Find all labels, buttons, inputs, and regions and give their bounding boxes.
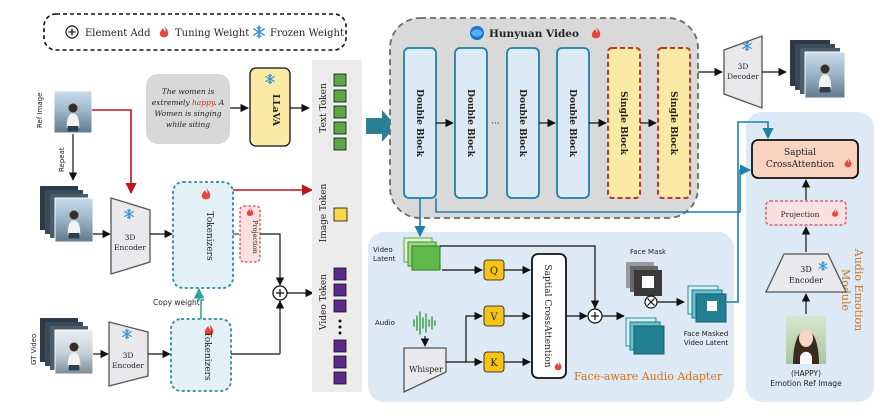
video-latent-label-1: Video — [373, 246, 393, 254]
video-tokens — [333, 267, 347, 385]
svg-text:while siting: while siting — [166, 120, 210, 129]
svg-text:Saptial CrossAttention: Saptial CrossAttention — [542, 264, 552, 367]
face-mask — [626, 262, 662, 296]
svg-text:Single Block: Single Block — [618, 91, 628, 156]
svg-text:CrossAttention: CrossAttention — [766, 160, 834, 170]
double-block-1: Double Block — [403, 47, 437, 199]
emotion-ref-label: Emotion Ref Image — [770, 379, 842, 388]
svg-text:Tokenizers: Tokenizers — [202, 331, 212, 381]
svg-text:The women is: The women is — [162, 87, 215, 96]
gt-video-frames — [40, 318, 94, 375]
single-block-1: Single Block — [607, 47, 641, 199]
spatial-cross-attention-adapter: Saptial CrossAttention — [531, 253, 567, 379]
text-token-label: Text Token — [319, 83, 329, 133]
emotion-module-title-1: Audio Emotion — [852, 248, 865, 331]
svg-text:Encoder: Encoder — [112, 361, 144, 370]
svg-text:Tokenizers: Tokenizers — [204, 211, 214, 261]
legend-tuning-weight: Tuning Weight — [175, 28, 249, 39]
svg-text:Decoder: Decoder — [727, 72, 759, 81]
face-masked-video-latent — [687, 285, 727, 323]
double-block-4: Double Block — [556, 47, 590, 199]
svg-text:3D: 3D — [123, 351, 134, 360]
face-mask-label: Face Mask — [630, 248, 667, 256]
repeat-label: Repeat — [58, 147, 66, 172]
svg-text:3D: 3D — [738, 62, 749, 71]
face-masked-label-2: Video Latent — [684, 339, 729, 347]
svg-text:Double Block: Double Block — [517, 89, 527, 157]
encoder-top: 3D Encoder — [110, 197, 151, 275]
repeated-frames — [40, 186, 94, 243]
prompt-text-box: The women is extremely happy. A Women is… — [146, 74, 230, 144]
q-block: Q — [483, 259, 505, 281]
adapter-output-latent — [625, 317, 665, 355]
video-token-label: Video Token — [319, 274, 329, 331]
svg-text:Encoder: Encoder — [114, 243, 146, 252]
hunyuan-title: Hunyuan Video — [489, 28, 579, 40]
image-token-label: Image Token — [319, 183, 329, 242]
audio-label: Audio — [375, 319, 395, 327]
video-latent-label-2: Latent — [373, 255, 396, 263]
text-tokens — [333, 73, 347, 151]
legend: Element Add Tuning Weight Frozen Weight — [43, 13, 347, 51]
svg-text:3D: 3D — [125, 233, 136, 242]
token-column: Text Token Image Token Video Token — [312, 60, 362, 392]
projection-small: Projection — [239, 205, 261, 263]
svg-text:3D: 3D — [800, 265, 812, 274]
multiply-node — [644, 295, 658, 309]
encoder-bottom: 3D Encoder — [108, 321, 149, 387]
emotion-cross-attention: Saptial CrossAttention — [751, 139, 859, 179]
happy-label: (HAPPY) — [791, 369, 821, 378]
svg-text:LLaVA: LLaVA — [270, 94, 280, 127]
svg-text:Projection: Projection — [251, 220, 259, 254]
double-block-2: Double Block — [454, 47, 488, 199]
element-add-icon — [65, 25, 79, 39]
ref-image — [53, 90, 93, 134]
svg-text:Saptial: Saptial — [784, 148, 816, 158]
svg-text:Women is singing: Women is singing — [154, 109, 221, 118]
tokenizers-top: Tokenizers — [172, 181, 234, 289]
legend-element-add: Element Add — [85, 28, 151, 39]
v-block: V — [483, 305, 505, 327]
svg-text:Q: Q — [490, 266, 498, 277]
emotion-ref-image — [786, 316, 826, 364]
element-add-node — [272, 285, 288, 301]
ref-image-label: Ref Image — [36, 93, 44, 128]
output-frames — [790, 40, 846, 99]
single-block-2: Single Block — [657, 47, 691, 199]
svg-text:V: V — [489, 312, 498, 323]
audio-adapter-title: Face-aware Audio Adapter — [574, 370, 723, 383]
video-latent — [403, 237, 441, 271]
legend-frozen-weight: Frozen Weight — [270, 28, 344, 39]
svg-text:Single Block: Single Block — [668, 91, 678, 156]
svg-text:extremely happy. A: extremely happy. A — [152, 98, 225, 107]
image-token — [333, 207, 348, 222]
double-block-3: Double Block — [506, 47, 540, 199]
svg-text:K: K — [490, 358, 498, 369]
svg-text:Double Block: Double Block — [414, 89, 424, 157]
svg-text:Projection: Projection — [781, 210, 820, 219]
svg-text:Whisper: Whisper — [409, 365, 443, 374]
audio-waveform — [413, 311, 436, 335]
residual-add-node — [587, 308, 603, 324]
into-hunyuan-arrow — [366, 110, 396, 142]
decoder-3d: 3D Decoder — [723, 35, 763, 109]
svg-text:Double Block: Double Block — [465, 89, 475, 157]
block-ellipsis: ··· — [491, 119, 500, 129]
face-masked-label-1: Face Masked — [684, 330, 729, 338]
gt-video-label: GT Video — [30, 334, 38, 365]
whisper-block: Whisper — [403, 347, 447, 394]
svg-text:Encoder: Encoder — [789, 276, 823, 285]
ref-to-encoder-arrow — [92, 109, 137, 195]
llava-block: LLaVA — [249, 67, 291, 147]
copy-weight-label: Copy weight — [153, 298, 200, 307]
masked-latent-to-emotion-arrow — [727, 121, 774, 303]
hunyuan-video-block: Hunyuan Video Double Block Double Block … — [389, 17, 699, 219]
emotion-projection: Projection — [765, 200, 847, 226]
k-block: K — [483, 351, 505, 373]
svg-text:Double Block: Double Block — [567, 89, 577, 157]
tokenizers-bottom: Tokenizers — [170, 318, 232, 392]
emotion-encoder: 3D Encoder — [764, 253, 848, 293]
